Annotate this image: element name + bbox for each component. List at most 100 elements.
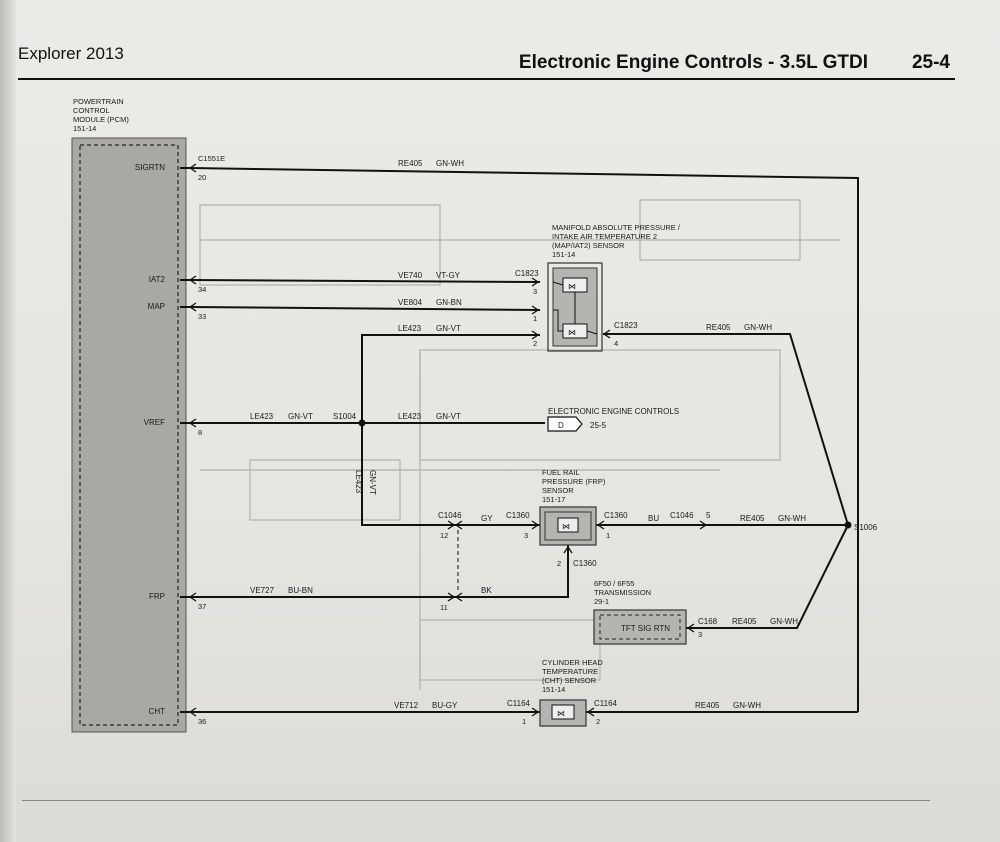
trans-label-1: 6F50 / 6F55 [594, 579, 634, 588]
pin-name-cht: CHT [149, 707, 166, 716]
thermistor-icon: ⋈ [568, 282, 576, 291]
pin-name-vref: VREF [144, 418, 165, 427]
cht-label-1: CYLINDER HEAD [542, 658, 603, 667]
frp-c1360-left: C1360 [506, 511, 530, 520]
eec-reference-letter: D [558, 421, 564, 430]
frp-pin-5: 5 [706, 511, 711, 520]
trans-connector: C168 [698, 617, 718, 626]
label-vref-out-circuit: LE423 [398, 412, 422, 421]
wire-le423-vertical [361, 423, 455, 526]
frp-c1046-left: C1046 [438, 511, 462, 520]
cht-connector-right: C1164 [594, 699, 618, 708]
connector-arrows [188, 163, 708, 717]
cht-sensor: CYLINDER HEAD TEMPERATURE (CHT) SENSOR 1… [507, 658, 618, 727]
trans-label-2: TRANSMISSION [594, 588, 651, 597]
eec-reference: ELECTRONIC ENGINE CONTROLS D 25-5 [547, 407, 679, 432]
page-edge-line [22, 800, 930, 801]
map-pin-2: 2 [533, 339, 537, 348]
frp-label-4: 151-17 [542, 495, 565, 504]
trans-box [593, 609, 687, 645]
pcm-dashed-border [79, 144, 179, 726]
frp-pin-12: 12 [440, 531, 448, 540]
map-sensor-label-3: (MAP/IAT2) SENSOR [552, 241, 625, 250]
bleed-through [199, 199, 840, 690]
frp-label-3: SENSOR [542, 486, 574, 495]
pin-name-frp: FRP [149, 592, 165, 601]
label-map-color: GN-BN [436, 298, 462, 307]
label-tft-ret-color: GN-WH [770, 617, 798, 626]
wire-frp-bk [455, 545, 569, 598]
pcm-pin-labels: SIGRTN IAT2 MAP VREF FRP CHT 20 34 33 8 … [135, 154, 225, 726]
pin-name-sigrtn: SIGRTN [135, 163, 165, 172]
pcm-label-2: CONTROL [73, 106, 110, 115]
frp-pin-2: 2 [557, 559, 561, 568]
pressure-element-icon: ⋈ [568, 328, 576, 337]
frp-pin-3: 3 [524, 531, 528, 540]
trans-pin: 3 [698, 630, 702, 639]
pin-num-20: 20 [198, 173, 206, 182]
pin-num-34: 34 [198, 285, 206, 294]
label-sigrtn-circuit: RE405 [398, 159, 423, 168]
frp-sensor-element [557, 517, 579, 533]
label-frp-ret-circuit: RE405 [740, 514, 765, 523]
frp-c1360-right: C1360 [604, 511, 628, 520]
map-sensor-internal-wiring [552, 281, 598, 335]
label-sigrtn-color: GN-WH [436, 159, 464, 168]
label-map-ret-circuit: RE405 [706, 323, 731, 332]
wires [189, 167, 859, 713]
label-cht-circuit: VE712 [394, 701, 419, 710]
label-vref-color: GN-VT [288, 412, 313, 421]
map-pin-1: 1 [533, 314, 537, 323]
frp-element-icon: ⋈ [562, 522, 570, 531]
map-sensor-outer [547, 262, 603, 352]
map-connector-out-label: C1823 [614, 321, 638, 330]
trans-dashed [599, 614, 681, 640]
frp-c1360-bottom: C1360 [573, 559, 597, 568]
wire-le423-upper [361, 334, 540, 423]
cht-element-icon: ⋈ [557, 709, 565, 718]
frp-sensor: FUEL RAIL PRESSURE (FRP) SENSOR 151-17 ⋈… [438, 468, 711, 612]
label-vert-circuit: LE423 [354, 470, 363, 494]
pin-num-36: 36 [198, 717, 206, 726]
label-tft-ret-circuit: RE405 [732, 617, 757, 626]
label-le423-upper-circuit: LE423 [398, 324, 422, 333]
label-le423-upper-color: GN-VT [436, 324, 461, 333]
frp-label-2: PRESSURE (FRP) [542, 477, 606, 486]
vehicle-label: Explorer 2013 [18, 44, 124, 63]
splice-s1006-dot [844, 521, 852, 529]
splice-s1006-label: S1006 [854, 523, 878, 532]
section-title: Electronic Engine Controls - 3.5L GTDI [518, 52, 868, 73]
cht-sensor-element [551, 704, 575, 720]
header-rule [18, 78, 955, 80]
eec-reference-label: ELECTRONIC ENGINE CONTROLS [548, 407, 679, 416]
trans-label-3: 29-1 [594, 597, 609, 606]
map-pin-3: 3 [533, 287, 537, 296]
map-sensor-label-1: MANIFOLD ABSOLUTE PRESSURE / [552, 223, 681, 232]
pcm-label-3: MODULE (PCM) [73, 115, 129, 124]
map-sensor-label-2: INTAKE AIR TEMPERATURE 2 [552, 232, 657, 241]
label-vref-circuit: LE423 [250, 412, 274, 421]
pin-name-map: MAP [148, 302, 165, 311]
label-cht-ret-circuit: RE405 [695, 701, 720, 710]
map-connector-label: C1823 [515, 269, 539, 278]
label-map-circuit: VE804 [398, 298, 423, 307]
label-frp-sig-circuit: VE727 [250, 586, 275, 595]
wire-sigrtn [189, 167, 859, 712]
wire-map [189, 306, 541, 311]
pcm-label-4: 151-14 [73, 124, 96, 133]
splice-s1004-label: S1004 [333, 412, 357, 421]
pin-num-33: 33 [198, 312, 206, 321]
eec-reference-page: 25-5 [590, 421, 607, 430]
label-vert-color: GN-VT [368, 470, 377, 495]
frp-pin-1: 1 [606, 531, 610, 540]
map-iat2-sensor: MANIFOLD ABSOLUTE PRESSURE / INTAKE AIR … [515, 223, 681, 352]
pcm-box [71, 137, 187, 733]
label-map-ret-color: GN-WH [744, 323, 772, 332]
wire-labels: RE405 GN-WH VE740 VT-GY VE804 GN-BN LE42… [250, 159, 806, 710]
label-iat2-circuit: VE740 [398, 271, 423, 280]
label-frp-bk: BK [481, 586, 492, 595]
label-iat2-color: VT-GY [436, 271, 461, 280]
pin-name-iat2: IAT2 [149, 275, 166, 284]
